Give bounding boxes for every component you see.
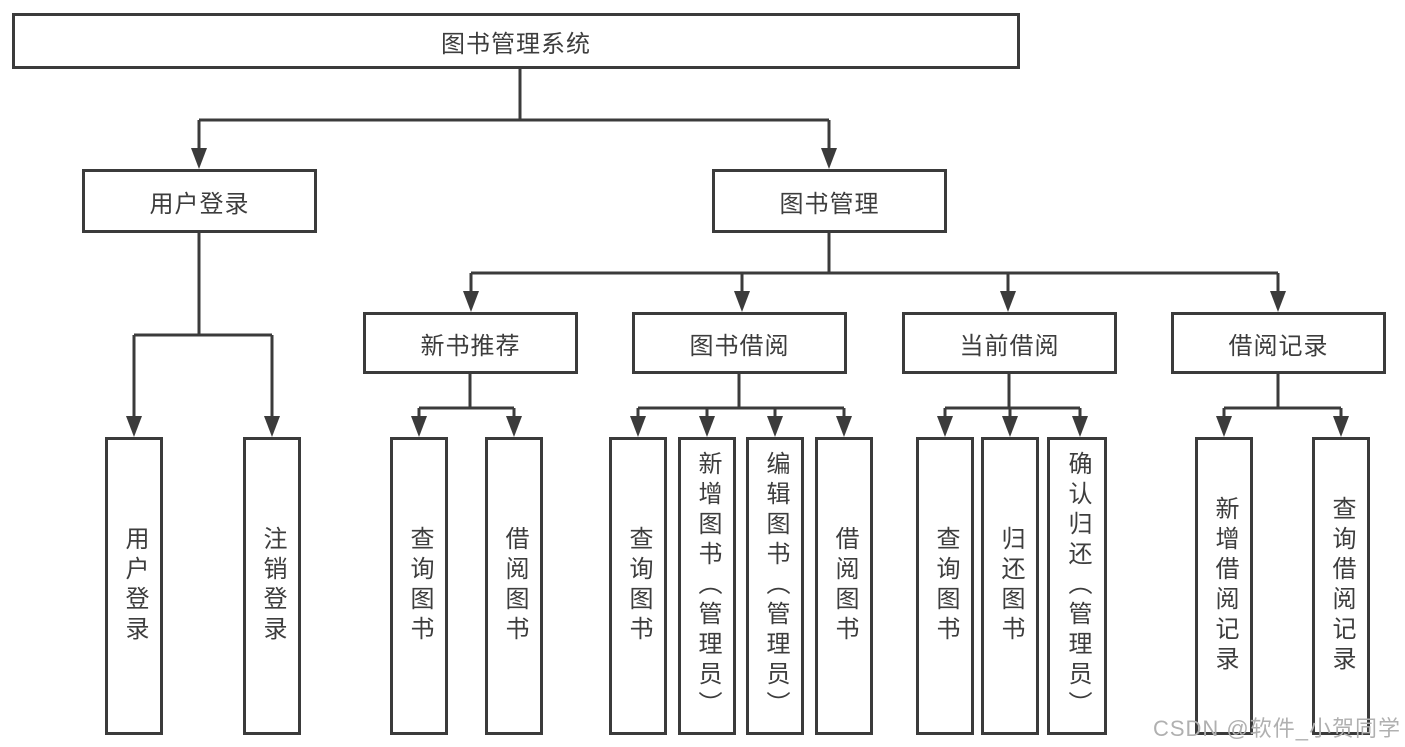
leaf-query-books-current: 查询图书 [916, 437, 974, 735]
node-user-login: 用户登录 [82, 169, 317, 233]
leaf-borrow-books-label: 借阅图书 [831, 526, 858, 646]
leaf-borrow-books-recommend: 借阅图书 [485, 437, 543, 735]
node-current-borrow: 当前借阅 [902, 312, 1117, 374]
leaf-user-login-label: 用户登录 [121, 526, 148, 646]
node-borrow-records: 借阅记录 [1171, 312, 1386, 374]
csdn-watermark: CSDN @软件_小贺同学 [1152, 716, 1401, 741]
leaf-confirm-return-admin: 确认归还（管理员） [1047, 437, 1107, 735]
node-book-management-label: 图书管理 [779, 190, 880, 218]
leaf-add-borrow-record-label: 新增借阅记录 [1211, 496, 1238, 676]
node-user-login-label: 用户登录 [149, 190, 250, 218]
leaf-borrow-books: 借阅图书 [815, 437, 873, 735]
node-book-management: 图书管理 [712, 169, 947, 233]
node-current-borrow-label: 当前借阅 [959, 332, 1060, 360]
leaf-add-book-admin-label: 新增图书（管理员） [694, 451, 721, 721]
node-new-book-recommend: 新书推荐 [363, 312, 578, 374]
leaf-query-borrow-record: 查询借阅记录 [1312, 437, 1370, 735]
leaf-add-book-admin: 新增图书（管理员） [678, 437, 736, 735]
leaf-query-books-recommend: 查询图书 [390, 437, 448, 735]
leaf-query-books-borrow-label: 查询图书 [625, 526, 652, 646]
node-new-book-recommend-label: 新书推荐 [420, 332, 521, 360]
leaf-query-borrow-record-label: 查询借阅记录 [1328, 496, 1355, 676]
leaf-query-books-recommend-label: 查询图书 [406, 526, 433, 646]
leaf-add-borrow-record: 新增借阅记录 [1195, 437, 1253, 735]
leaf-borrow-books-recommend-label: 借阅图书 [501, 526, 528, 646]
node-book-borrow-label: 图书借阅 [689, 332, 790, 360]
node-book-borrow: 图书借阅 [632, 312, 847, 374]
leaf-logout: 注销登录 [243, 437, 301, 735]
leaf-logout-label: 注销登录 [259, 526, 286, 646]
leaf-user-login: 用户登录 [105, 437, 163, 735]
leaf-return-book-label: 归还图书 [997, 526, 1024, 646]
node-borrow-records-label: 借阅记录 [1228, 332, 1329, 360]
leaf-query-books-current-label: 查询图书 [932, 526, 959, 646]
leaf-confirm-return-admin-label: 确认归还（管理员） [1064, 451, 1091, 721]
leaf-return-book: 归还图书 [981, 437, 1039, 735]
node-library-system: 图书管理系统 [12, 13, 1020, 69]
leaf-query-books-borrow: 查询图书 [609, 437, 667, 735]
node-library-system-label: 图书管理系统 [441, 30, 591, 58]
leaf-edit-book-admin-label: 编辑图书（管理员） [762, 451, 789, 721]
leaf-edit-book-admin: 编辑图书（管理员） [746, 437, 804, 735]
